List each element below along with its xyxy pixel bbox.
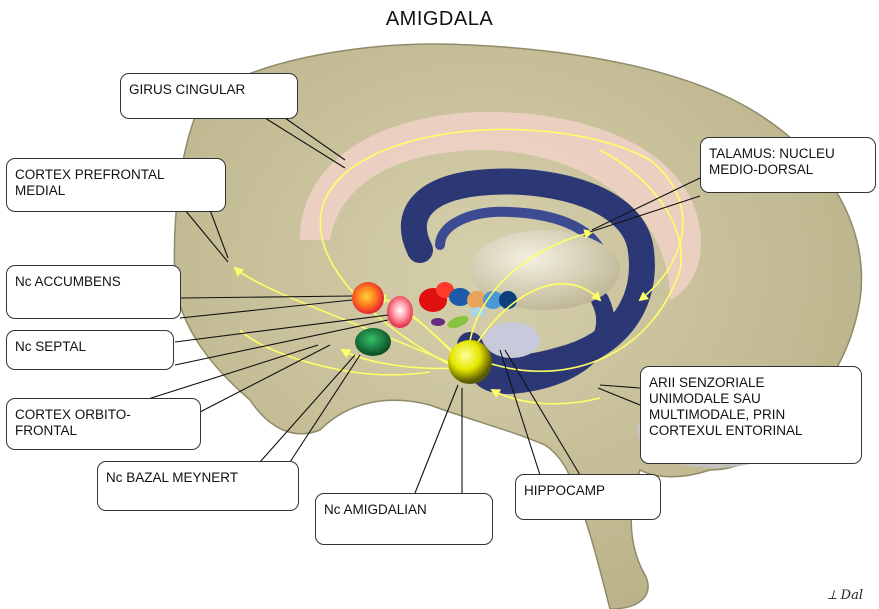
label-hippocamp: HIPPOCAMP bbox=[515, 474, 661, 520]
label-talamus: TALAMUS: NUCLEU MEDIO-DORSAL bbox=[700, 137, 876, 193]
label-cortex-prefrontal: CORTEX PREFRONTAL MEDIAL bbox=[6, 158, 226, 212]
amygdala-nucleus bbox=[448, 340, 492, 384]
label-girus-cingular: GIRUS CINGULAR bbox=[120, 73, 298, 119]
label-arii-senzoriale: ARII SENZORIALE UNIMODALE SAU MULTIMODAL… bbox=[640, 366, 862, 464]
hippocampus-shape bbox=[484, 322, 540, 358]
accumbens-nucleus bbox=[352, 282, 384, 314]
label-nc-accumbens: Nc ACCUMBENS bbox=[6, 265, 181, 319]
page-title: AMIGDALA bbox=[0, 8, 879, 31]
label-nc-bazal-meynert: Nc BAZAL MEYNERT bbox=[97, 461, 299, 511]
basal-meynert-nucleus bbox=[355, 328, 391, 356]
septal-nucleus bbox=[387, 296, 413, 328]
label-nc-amigdalian: Nc AMIGDALIAN bbox=[315, 493, 493, 545]
author-signature: ⟂ Dal bbox=[828, 588, 863, 603]
label-cortex-orbitofrontal: CORTEX ORBITO- FRONTAL bbox=[6, 398, 201, 450]
label-nc-septal: Nc SEPTAL bbox=[6, 330, 174, 370]
